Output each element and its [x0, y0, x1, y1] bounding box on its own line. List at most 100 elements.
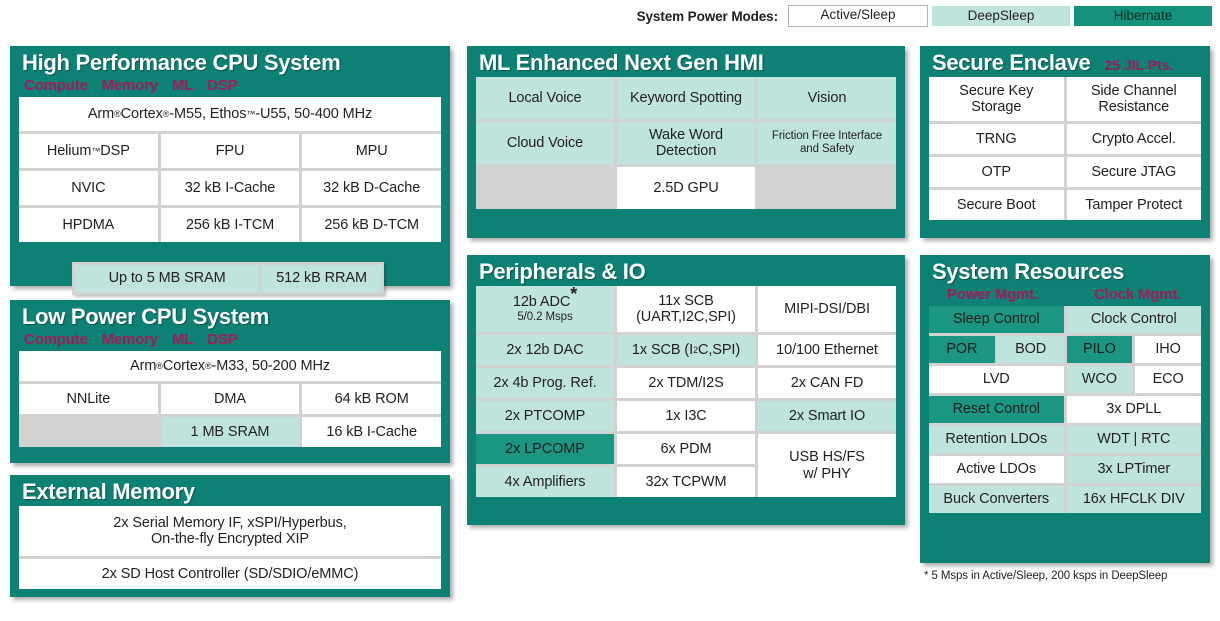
scb11-line1: 11x SCB [658, 292, 714, 309]
cell-bod: BOD [997, 336, 1064, 363]
cell-3x-lptimer: 3x LPTimer [1066, 456, 1201, 483]
cell-ethernet: 10/100 Ethernet [758, 335, 896, 365]
cell-pilo: PILO [1066, 336, 1133, 363]
cell-usb-hs-fs: USB HS/FS w/ PHY [758, 434, 896, 497]
legend-chip-hibernate[interactable]: Hibernate [1074, 6, 1212, 26]
cell-3x-dpll: 3x DPLL [1066, 396, 1201, 423]
panel-title-hmi: ML Enhanced Next Gen HMI [479, 50, 764, 75]
cell-mpu: MPU [302, 134, 441, 168]
panel-ml-enhanced-next-gen-hmi: ML Enhanced Next Gen HMI Local Voice Key… [467, 46, 905, 238]
cell-5mb-sram: Up to 5 MB SRAM [75, 265, 260, 292]
sublabels-system-resources: Power Mgmt. Clock Mgmt. [920, 286, 1210, 306]
cell-fpu: FPU [160, 134, 300, 168]
cell-12b-adc: 12b ADC* 5/0.2 Msps [476, 286, 614, 332]
power-modes-legend: System Power Modes: Active/Sleep DeepSle… [0, 0, 1220, 32]
sublabels-lp-cpu: Compute Memory ML DSP [10, 331, 450, 351]
jil-points-badge: 25 JIL Pts. [1104, 57, 1174, 73]
pair-wco-eco: WCO ECO [1066, 366, 1201, 393]
panel-system-resources: System Resources Power Mgmt. Clock Mgmt.… [920, 255, 1210, 563]
panel-title-hp-cpu: High Performance CPU System [22, 50, 341, 75]
cell-wco: WCO [1066, 366, 1133, 393]
panel-title-system-resources: System Resources [932, 259, 1125, 284]
sublabel-compute: Compute [24, 331, 88, 348]
cell-smart-io: 2x Smart IO [758, 401, 896, 431]
panel-title-secure-enclave: Secure Enclave 25 JIL Pts. [920, 46, 1210, 77]
cell-trng: TRNG [929, 124, 1064, 154]
cell-otp: OTP [929, 157, 1064, 187]
cell-keyword-spotting: Keyword Spotting [617, 77, 755, 119]
cell-can-fd: 2x CAN FD [758, 368, 896, 398]
cell-sd-host-controller: 2x SD Host Controller (SD/SDIO/eMMC) [19, 559, 441, 589]
cell-256kb-itcm: 256 kB I-TCM [160, 208, 300, 242]
legend-chip-deepsleep[interactable]: DeepSleep [932, 6, 1070, 26]
serial-memory-line1: 2x Serial Memory IF, xSPI/Hyperbus, [113, 514, 347, 531]
cell-eco: ECO [1135, 366, 1201, 393]
sublabel-ml: ML [171, 77, 194, 94]
cell-cortex-m33: Arm® Cortex®-M33, 50-200 MHz [19, 351, 441, 381]
sublabel-ml: ML [171, 331, 194, 348]
cell-secure-jtag: Secure JTAG [1066, 157, 1201, 187]
cell-64kb-rom: 64 kB ROM [302, 384, 441, 414]
sublabel-memory: Memory [101, 331, 159, 348]
secure-enclave-title-text: Secure Enclave [932, 50, 1091, 75]
cell-iho: IHO [1135, 336, 1201, 363]
cell-16x-hfclk-div: 16x HFCLK DIV [1066, 486, 1201, 513]
cell-crypto-accel: Crypto Accel. [1066, 124, 1201, 154]
cell-tamper-protect: Tamper Protect [1066, 190, 1201, 220]
usb-line1: USB HS/FS [789, 449, 865, 466]
adc-label: 12b ADC [512, 294, 571, 311]
cell-friction-free-interface: Friction Free Interface and Safety [758, 122, 896, 164]
sublabel-clock-mgmt: Clock Mgmt. [1094, 286, 1181, 303]
cell-por: POR [929, 336, 995, 363]
sublabel-dsp: DSP [207, 331, 238, 348]
cell-nnlite: NNLite [19, 384, 158, 414]
side-channel-line1: Side Channel [1090, 82, 1177, 99]
cell-tcpwm: 32x TCPWM [617, 467, 755, 497]
cell-hpdma: HPDMA [19, 208, 158, 242]
cell-prog-ref: 2x 4b Prog. Ref. [476, 368, 614, 398]
usb-line2: w/ PHY [803, 465, 851, 482]
cell-ptcomp: 2x PTCOMP [476, 401, 614, 431]
cell-clock-control: Clock Control [1066, 306, 1201, 333]
panel-title-lp-cpu: Low Power CPU System [22, 304, 270, 329]
pair-pilo-iho: PILO IHO [1066, 336, 1201, 363]
cell-2-5d-gpu: 2.5D GPU [617, 167, 755, 209]
cell-11x-scb: 11x SCB (UART,I2C,SPI) [617, 286, 755, 332]
grid-peripherals: 12b ADC* 5/0.2 Msps 11x SCB (UART,I2C,SP… [476, 286, 896, 497]
cell-1mb-sram: 1 MB SRAM [160, 417, 300, 447]
legend-chip-active-sleep[interactable]: Active/Sleep [788, 5, 928, 27]
cell-256kb-dtcm: 256 kB D-TCM [302, 208, 441, 242]
cell-active-ldos: Active LDOs [929, 456, 1064, 483]
cell-retention-ldos: Retention LDOs [929, 426, 1064, 453]
cell-wdt-rtc: WDT | RTC [1066, 426, 1201, 453]
cell-lvd: LVD [929, 366, 1064, 393]
cell-sleep-control: Sleep Control [929, 306, 1064, 333]
cell-i3c: 1x I3C [617, 401, 755, 431]
cell-empty [476, 167, 614, 209]
adc-sublabel: 5/0.2 Msps [517, 310, 573, 323]
memory-bar-sram-rram: Up to 5 MB SRAM 512 kB RRAM [72, 262, 384, 295]
cell-wake-word-detection: Wake Word Detection [617, 122, 755, 164]
cell-16kb-icache: 16 kB I-Cache [302, 417, 441, 447]
cell-empty [758, 167, 896, 209]
cell-32kb-icache: 32 kB I-Cache [160, 171, 300, 205]
cell-cloud-voice: Cloud Voice [476, 122, 614, 164]
panel-title-peripherals: Peripherals & IO [479, 259, 646, 284]
cell-empty [19, 417, 158, 447]
panel-title-external-memory: External Memory [22, 479, 195, 504]
cell-32kb-dcache: 32 kB D-Cache [302, 171, 441, 205]
panel-low-power-cpu-system: Low Power CPU System Compute Memory ML D… [10, 300, 450, 463]
cell-dma: DMA [160, 384, 300, 414]
power-modes-label: System Power Modes: [636, 8, 779, 24]
side-channel-line2: Resistance [1098, 99, 1170, 115]
secure-key-line2: Storage [971, 99, 1022, 115]
secure-key-line1: Secure Key [959, 82, 1034, 99]
cell-serial-memory-if: 2x Serial Memory IF, xSPI/Hyperbus, On-t… [19, 506, 441, 556]
cell-vision: Vision [758, 77, 896, 119]
serial-memory-line2: On-the-fly Encrypted XIP [151, 531, 309, 547]
cell-lpcomp: 2x LPCOMP [476, 434, 614, 464]
panel-external-memory: External Memory 2x Serial Memory IF, xSP… [10, 475, 450, 597]
